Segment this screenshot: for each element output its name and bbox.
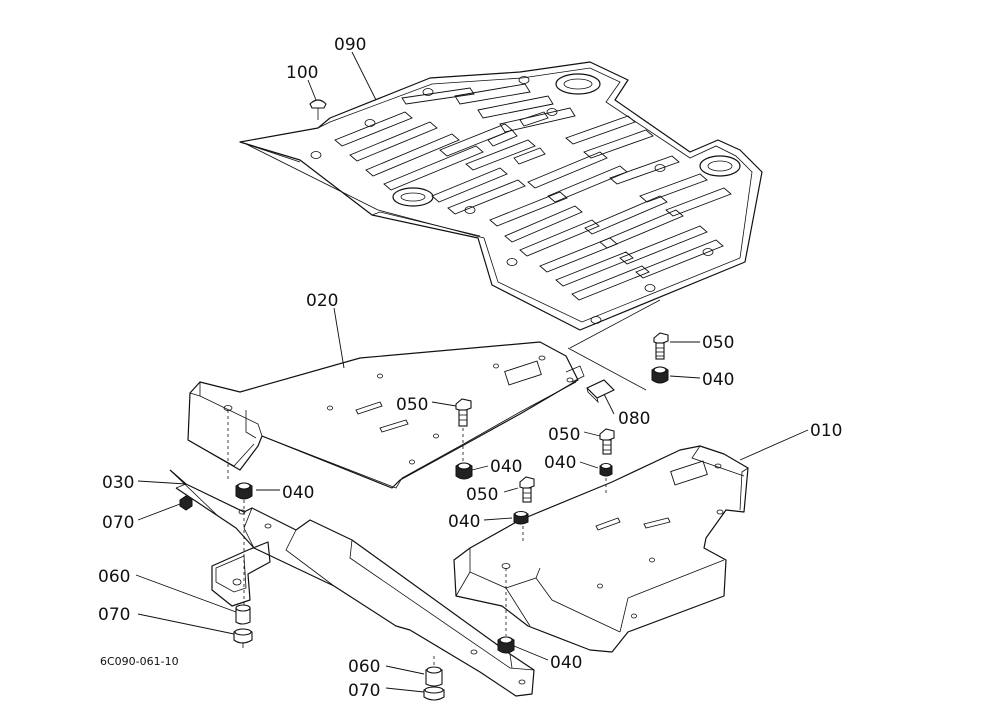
spacer-060-a xyxy=(235,604,251,625)
callout-060-a: 060 xyxy=(98,567,130,587)
nut-070-a xyxy=(179,495,193,511)
spacer-060-b xyxy=(425,666,443,687)
frame-bracket-030 xyxy=(169,469,535,697)
nut-040-f xyxy=(497,636,515,654)
callout-100: 100 xyxy=(286,63,318,83)
floor-plate-020 xyxy=(187,341,585,489)
callout-040-c: 040 xyxy=(544,453,576,473)
nut-040-c xyxy=(235,482,253,500)
callout-040-d: 040 xyxy=(448,512,480,532)
bolt-050-b xyxy=(455,398,472,427)
callout-050-a: 050 xyxy=(702,333,734,353)
callout-070-a: 070 xyxy=(102,513,134,533)
cover-010 xyxy=(453,445,749,653)
pad-080 xyxy=(586,379,615,404)
callout-070-b: 070 xyxy=(98,605,130,625)
mat-pedal-openings xyxy=(392,73,741,207)
mat-rib-pattern xyxy=(334,83,732,301)
callout-050-c: 050 xyxy=(548,425,580,445)
callout-050-b: 050 xyxy=(396,395,428,415)
nut-070-c xyxy=(423,686,445,701)
clip-100 xyxy=(309,99,327,120)
nut-070-b xyxy=(233,628,253,648)
callout-050-d: 050 xyxy=(466,485,498,505)
nut-040-d xyxy=(599,462,613,477)
callout-070-c: 070 xyxy=(348,681,380,701)
callout-040-a: 040 xyxy=(702,370,734,390)
mat-mounting-holes xyxy=(310,76,714,324)
bolt-050-d xyxy=(519,476,535,503)
callout-020: 020 xyxy=(306,291,338,311)
floor-mat-090 xyxy=(239,61,763,331)
bolt-050-a xyxy=(653,332,669,360)
callout-060-b: 060 xyxy=(348,657,380,677)
callout-040-f: 040 xyxy=(550,653,582,673)
callout-030: 030 xyxy=(102,473,134,493)
drawing-code: 6C090-061-10 xyxy=(100,655,179,668)
callout-090: 090 xyxy=(334,35,366,55)
bolt-050-c xyxy=(599,428,615,455)
callout-040-b: 040 xyxy=(490,457,522,477)
nut-040-e xyxy=(513,510,529,525)
callout-labels: 090 100 020 050 040 080 050 040 050 040 … xyxy=(98,35,842,701)
callout-080: 080 xyxy=(618,409,650,429)
assembly-guide-lines xyxy=(227,299,661,668)
callout-040-e: 040 xyxy=(282,483,314,503)
nut-040-a xyxy=(651,366,669,384)
nut-040-b xyxy=(455,462,473,480)
leader-lines xyxy=(135,51,809,693)
callout-010: 010 xyxy=(810,421,842,441)
